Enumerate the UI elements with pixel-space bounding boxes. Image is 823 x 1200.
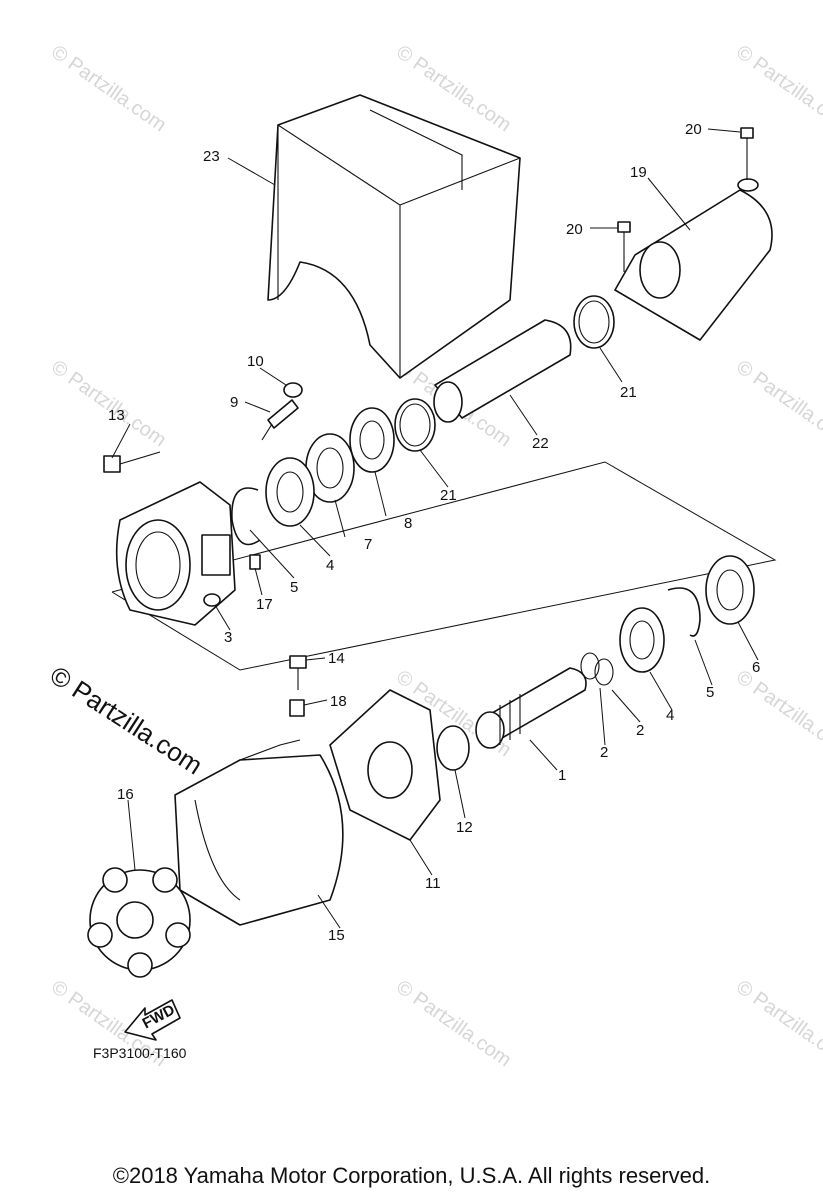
diagram-code: F3P3100-T160 — [93, 1045, 187, 1061]
callout-12: 12 — [456, 819, 473, 836]
callout-21: 21 — [620, 384, 637, 401]
part-drive-shaft — [475, 667, 587, 749]
callout-7: 7 — [364, 536, 372, 553]
main-watermark: © Partzilla.com — [45, 660, 208, 781]
watermark-tile: © Partzilla.com — [47, 356, 170, 451]
grease-nipple-icon — [261, 399, 299, 441]
callout-20: 20 — [566, 221, 583, 238]
callout-labels: 1 2 2 3 4 4 5 5 6 7 8 9 10 11 12 13 14 1… — [108, 121, 760, 944]
callout-2: 2 — [600, 744, 608, 761]
callout-11: 11 — [425, 875, 441, 892]
callout-18: 18 — [330, 693, 347, 710]
part-oil-seal-inner — [359, 420, 385, 460]
part-pin — [249, 554, 261, 570]
callout-15: 15 — [328, 927, 345, 944]
part-o-ring — [580, 652, 600, 680]
bolt-icon — [289, 655, 307, 690]
callout-5: 5 — [706, 684, 714, 701]
part-duct — [174, 739, 344, 926]
bolt-icon — [103, 451, 161, 473]
part-collar — [289, 699, 305, 717]
copyright-notice: ©2018 Yamaha Motor Corporation, U.S.A. A… — [112, 1163, 711, 1188]
part-o-ring — [594, 658, 614, 686]
callout-6: 6 — [752, 659, 760, 676]
part-circlip — [231, 487, 261, 546]
callout-22: 22 — [532, 435, 549, 452]
callout-16: 16 — [117, 786, 134, 803]
part-bearing-inner — [276, 471, 304, 513]
watermark-tile: © Partzilla.com — [732, 666, 823, 761]
callout-20: 20 — [685, 121, 702, 138]
callout-3: 3 — [224, 629, 232, 646]
part-damper — [87, 867, 191, 978]
part-clamp — [394, 398, 436, 452]
part-clamp-inner — [399, 403, 431, 447]
callout-10: 10 — [247, 353, 264, 370]
part-clamp-inner — [578, 300, 610, 344]
callout-9: 9 — [230, 394, 238, 411]
part-cover — [267, 94, 521, 379]
part-oil-seal-inner — [316, 447, 344, 489]
part-hose — [433, 319, 572, 423]
callout-19: 19 — [630, 164, 647, 181]
callout-1: 1 — [558, 767, 566, 784]
callout-21: 21 — [440, 487, 457, 504]
part-cap — [283, 382, 303, 398]
callout-23: 23 — [203, 148, 220, 165]
callout-8: 8 — [404, 515, 412, 532]
callout-5: 5 — [290, 579, 298, 596]
watermark-tile: © Partzilla.com — [732, 976, 823, 1071]
callout-17: 17 — [256, 596, 273, 613]
bolt-icon — [617, 221, 631, 272]
assembly-group-outline — [111, 461, 777, 671]
bolt-icon — [740, 127, 754, 180]
part-oil-seal — [349, 407, 395, 473]
part-housing — [115, 481, 236, 626]
part-bearing — [265, 457, 315, 527]
callout-13: 13 — [108, 407, 125, 424]
leader-lines — [111, 128, 759, 929]
watermark-tile: © Partzilla.com — [392, 976, 515, 1071]
callout-2: 2 — [636, 722, 644, 739]
part-bearing-inner — [629, 620, 655, 660]
part-bearing — [619, 607, 665, 673]
callout-4: 4 — [666, 707, 674, 724]
watermark-tile: © Partzilla.com — [732, 41, 823, 136]
callout-14: 14 — [328, 650, 345, 667]
fwd-arrow-icon: FWD — [124, 999, 181, 1041]
watermark-tile: © Partzilla.com — [47, 41, 170, 136]
part-impeller — [329, 689, 441, 841]
part-circlip — [667, 587, 701, 637]
part-bearing-inner — [716, 569, 744, 611]
part-nozzle — [614, 178, 773, 341]
part-bearing — [705, 555, 755, 625]
callout-4: 4 — [326, 557, 334, 574]
watermark-tile: © Partzilla.com — [732, 356, 823, 451]
part-clamp — [573, 295, 615, 349]
part-washer — [436, 725, 470, 771]
